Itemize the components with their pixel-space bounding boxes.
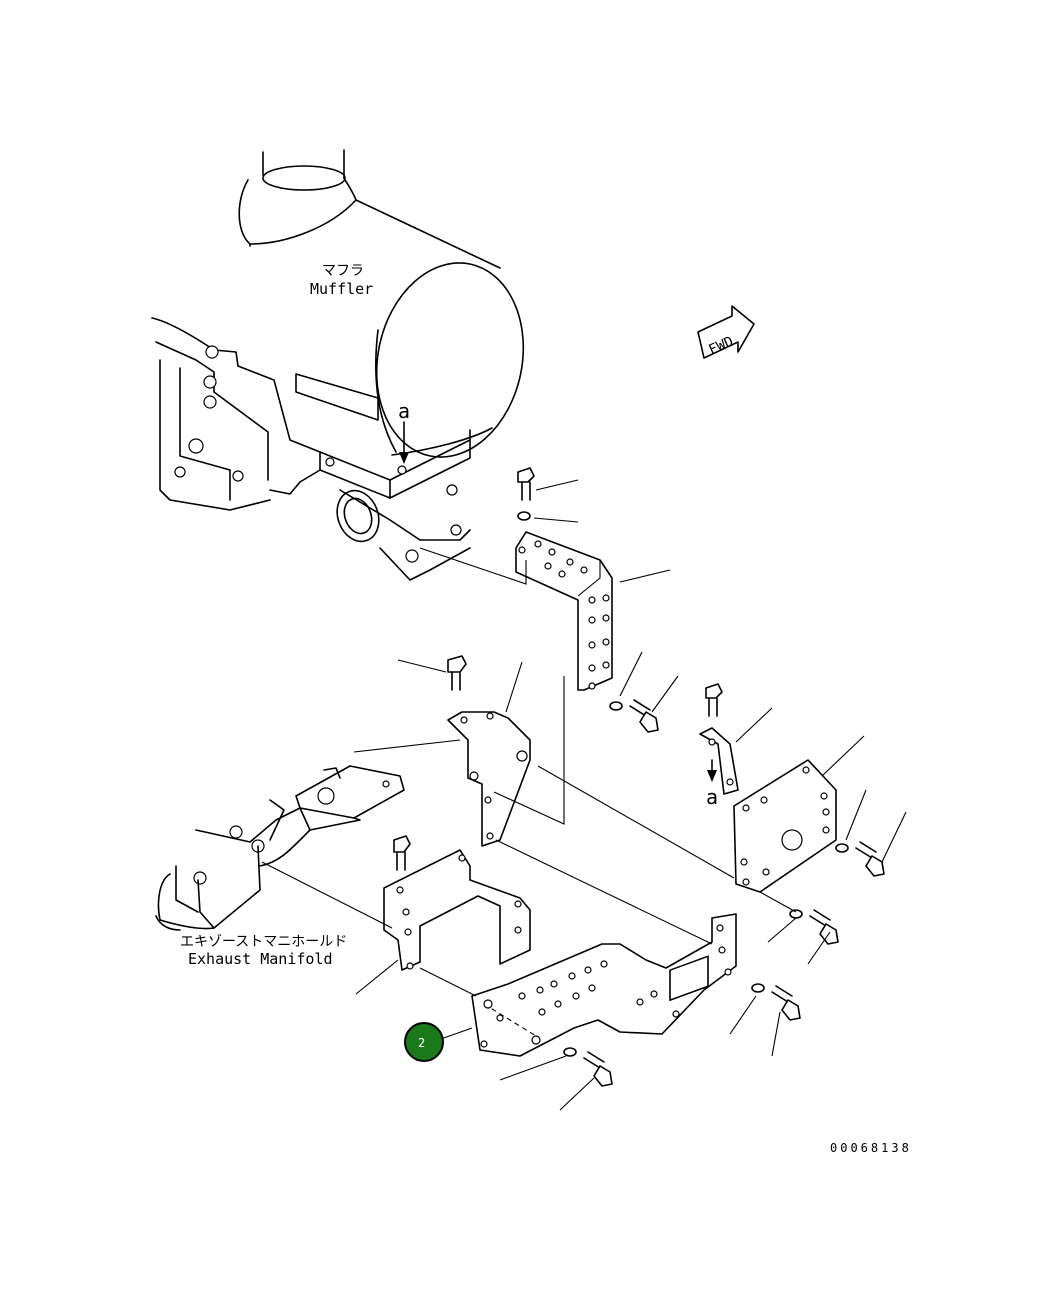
fwd-arrow-icon: FWD bbox=[697, 305, 755, 359]
bolt-icon bbox=[583, 1051, 613, 1087]
muffler-label-jp: マフラ bbox=[322, 263, 364, 279]
callout-2[interactable]: 2 bbox=[404, 1022, 444, 1062]
upper-bracket bbox=[515, 531, 613, 691]
bolt-icon bbox=[447, 655, 467, 691]
bolt-icon bbox=[705, 683, 723, 717]
callout-number[interactable]: 2 bbox=[418, 1036, 425, 1050]
engine-block bbox=[151, 317, 471, 581]
muffler bbox=[238, 149, 525, 499]
leader-lines bbox=[355, 479, 907, 1111]
main-bottom-bracket bbox=[471, 913, 737, 1057]
washer-icon bbox=[835, 843, 849, 853]
washer-icon bbox=[609, 701, 623, 711]
middle-bracket bbox=[447, 711, 531, 847]
bolt-icon bbox=[771, 985, 801, 1021]
small-l-bracket: a bbox=[699, 727, 739, 809]
view-mark-a-top: a bbox=[398, 399, 410, 464]
bolt-icon bbox=[809, 909, 839, 945]
exhaust-manifold bbox=[155, 765, 405, 931]
manifold-label-jp: エキゾーストマニホールド bbox=[180, 934, 347, 950]
bolt-icon bbox=[393, 835, 411, 871]
drawing-number: 00068138 bbox=[830, 1141, 912, 1155]
assembly-lines bbox=[261, 547, 797, 997]
bolt-icon bbox=[855, 841, 885, 877]
washer-icon bbox=[517, 511, 531, 521]
muffler-label-en: Muffler bbox=[310, 280, 373, 298]
washer-icon bbox=[751, 983, 765, 993]
callout-circle[interactable] bbox=[404, 1022, 444, 1062]
bolt-icon bbox=[629, 699, 659, 733]
right-plate bbox=[733, 759, 837, 893]
view-mark-label: a bbox=[706, 785, 718, 809]
lower-left-bracket bbox=[383, 849, 531, 971]
manifold-label-en: Exhaust Manifold bbox=[188, 950, 333, 968]
view-mark-label: a bbox=[398, 399, 410, 423]
washer-icon bbox=[563, 1047, 577, 1057]
bolt-icon bbox=[517, 467, 535, 501]
washer-icon bbox=[789, 909, 803, 919]
